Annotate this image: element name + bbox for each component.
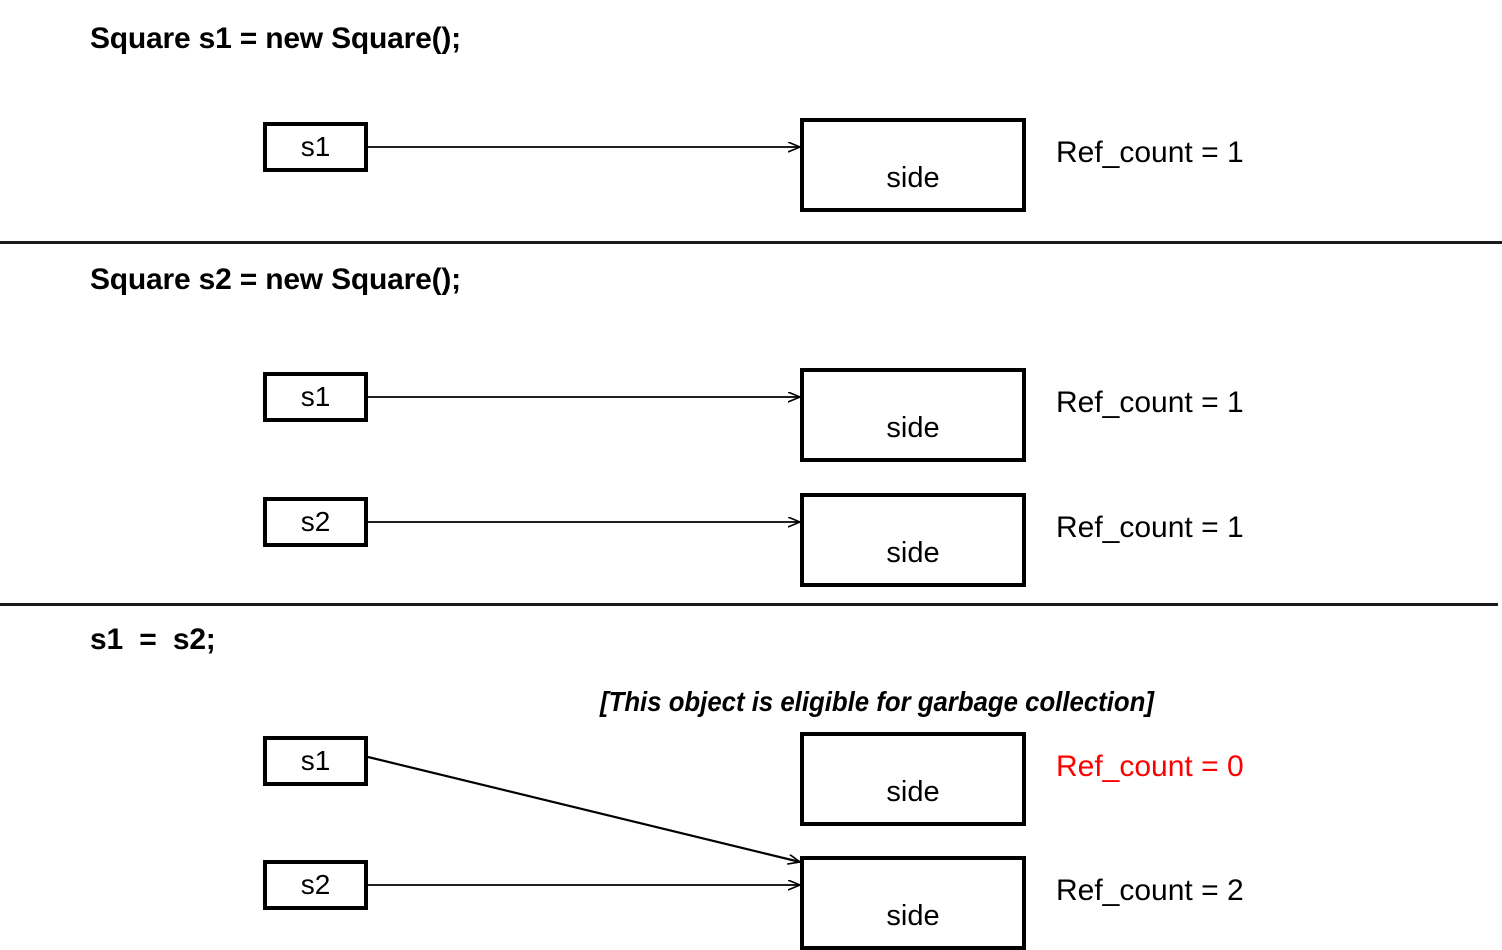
variable-label: s1 (300, 745, 331, 776)
ref-count-sec2-row2: Ref_count = 1 (1056, 511, 1244, 544)
section-divider-1 (0, 241, 1502, 244)
object-box-side-sec3-garbage: side (800, 732, 1026, 826)
variable-box-s1-sec1: s1 (263, 122, 368, 172)
object-label: side (886, 412, 940, 444)
object-box-side-sec2-row1: side (800, 368, 1026, 462)
object-label: side (886, 162, 940, 194)
ref-count-sec3-row2: Ref_count = 2 (1056, 874, 1244, 907)
ref-count-sec1-row1: Ref_count = 1 (1056, 136, 1244, 169)
object-label: side (886, 537, 940, 569)
ref-count-sec3-row1: Ref_count = 0 (1056, 750, 1244, 783)
arrow-s1-to-shared-side-sec3 (367, 755, 800, 862)
variable-label: s2 (300, 506, 331, 537)
section-divider-2 (0, 603, 1498, 606)
statement-s1-assign-s2: s1 = s2; (90, 623, 216, 656)
object-box-side-sec2-row2: side (800, 493, 1026, 587)
statement-square-s2: Square s2 = new Square(); (90, 263, 461, 296)
variable-box-s1-sec2: s1 (263, 372, 368, 422)
ref-count-sec2-row1: Ref_count = 1 (1056, 386, 1244, 419)
variable-label: s1 (300, 381, 331, 412)
variable-box-s2-sec2: s2 (263, 497, 368, 547)
object-label: side (886, 900, 940, 932)
variable-box-s1-sec3: s1 (263, 736, 368, 786)
statement-square-s1: Square s1 = new Square(); (90, 22, 461, 55)
object-box-side-sec1: side (800, 118, 1026, 212)
variable-box-s2-sec3: s2 (263, 860, 368, 910)
garbage-collection-note: [This object is eligible for garbage col… (600, 686, 1154, 717)
object-box-side-sec3-shared: side (800, 856, 1026, 950)
variable-label: s1 (300, 131, 331, 162)
object-label: side (886, 776, 940, 808)
variable-label: s2 (300, 869, 331, 900)
